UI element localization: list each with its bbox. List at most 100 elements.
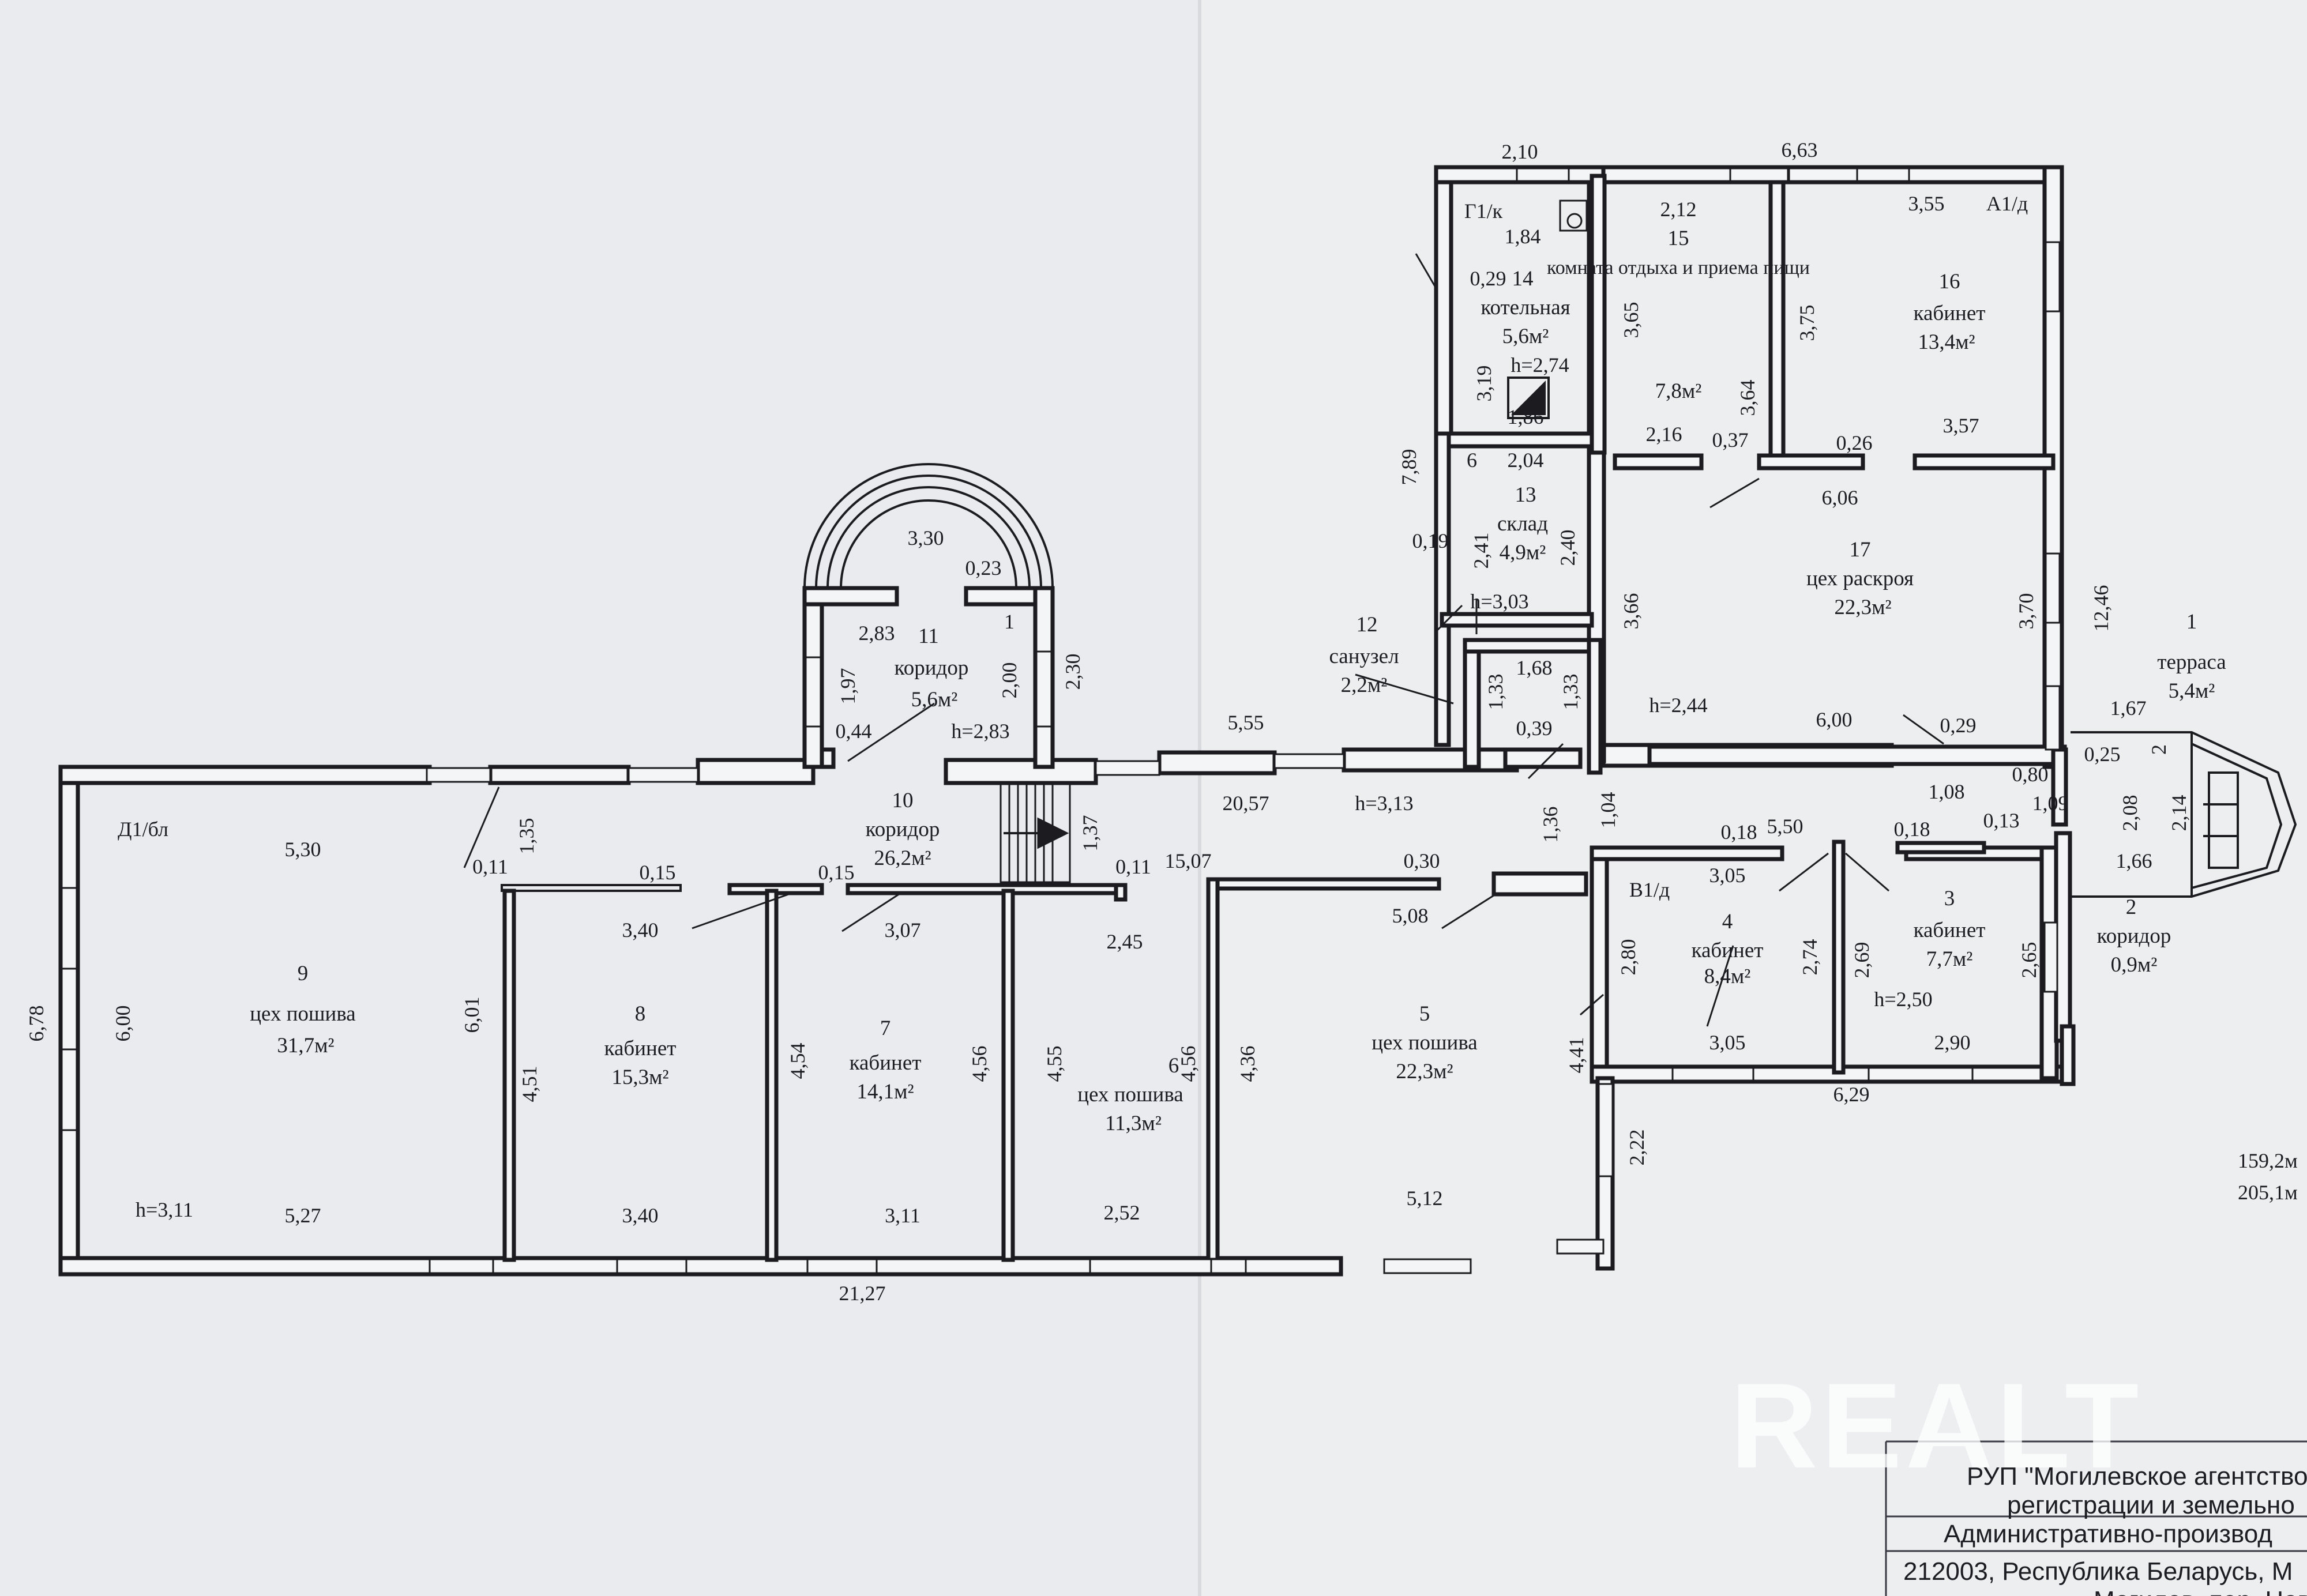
dim-top-41: 0,11 (1115, 855, 1151, 878)
dim-vert-1: 6,00 (111, 1006, 134, 1042)
dim-vert-6: 2,30 (1061, 654, 1084, 690)
room-11-number: 11 (918, 624, 939, 648)
room-9-number: 9 (298, 962, 309, 985)
total-area-2: 205,1м (2238, 1181, 2298, 1204)
room-1-area: 5,4м² (2169, 679, 2215, 703)
room-3-name: кабинет (1914, 919, 1986, 942)
dim-top-43: 3,07 (885, 919, 921, 942)
stairs (1000, 783, 1071, 883)
dim-vert-15: 2,22 (1625, 1130, 1648, 1166)
dim-top-31: 5,50 (1767, 815, 1803, 838)
room-15-name: комната отдыха и приема пищи (1547, 257, 1810, 278)
dim-bottom-0: 5,27 (285, 1204, 321, 1227)
height-room-9: h=3,11 (136, 1198, 193, 1221)
room-10-number: 10 (892, 789, 914, 812)
dim-vert-22: 2,40 (1556, 530, 1579, 566)
dim-top-2: 3,55 (1908, 192, 1945, 215)
dim-vert-36: 2 (2147, 744, 2170, 755)
dim-vert-10: 4,56 (968, 1046, 991, 1082)
dim-vert-8: 4,51 (518, 1066, 541, 1102)
dim-top-32: 0,18 (1721, 820, 1757, 844)
dim-top-20: 3,57 (1943, 414, 1979, 437)
dim-vert-24: 1,33 (1559, 674, 1582, 710)
room-8-number: 8 (635, 1002, 646, 1026)
dimensions-horizontal: 2,10 6,63 3,55 2,12 1,84 0,29 5,55 20,57… (285, 138, 2152, 1305)
stamp-line-5: Могилев, пер. Нов (2094, 1586, 2307, 1596)
heights: h=3,11 h=2,83 h=3,13 h=2,74 h=3,03 h=2,4… (136, 353, 1933, 1221)
dim-top-44: 2,45 (1107, 930, 1143, 953)
dim-vert-2: 6,01 (460, 997, 483, 1033)
dim-top-3: 2,12 (1660, 198, 1697, 221)
dim-vert-32: 2,69 (1850, 942, 1873, 978)
dim-top-14: 2,04 (1508, 449, 1544, 472)
height-room-14: h=2,74 (1511, 353, 1569, 377)
dim-top-35: 1,08 (1929, 780, 1965, 803)
dim-vert-7: 1,37 (1079, 815, 1102, 852)
room-14-number: 14 (1512, 267, 1534, 291)
dim-top-37: 3,05 (1709, 864, 1746, 887)
room-8-area: 15,3м² (611, 1066, 668, 1089)
totals: 159,2м 205,1м (2238, 1149, 2298, 1204)
room-10-area: 26,2м² (874, 846, 931, 870)
height-room-11: h=2,83 (951, 720, 1009, 743)
dim-top-21: 6,06 (1822, 486, 1858, 509)
apse-arches (803, 463, 1054, 589)
boiler-icon (1507, 377, 1550, 419)
room-11-area: 5,6м² (911, 688, 958, 712)
dim-vert-4: 1,97 (836, 668, 859, 705)
section-marks: Д1/бл Г1/к А1/д В1/д (118, 192, 2028, 901)
paper-left-half (0, 0, 1200, 1596)
dim-top-17: 0,39 (1516, 717, 1553, 740)
dim-top-34: 0,13 (1983, 809, 2020, 832)
stamp-line-3: Административно-производ (1944, 1520, 2272, 1548)
dim-vert-14: 4,41 (1565, 1037, 1588, 1074)
chimney-icon-ring (1566, 213, 1583, 229)
room-2-name: коридор (2097, 924, 2171, 948)
dim-top-28: 15,07 (1165, 849, 1212, 872)
dim-top-25: 0,25 (2084, 743, 2121, 766)
room-13-area: 4,9м² (1500, 541, 1546, 564)
dim-top-13: 0,44 (836, 720, 872, 743)
stamp-line-1: РУП "Могилевское агентство (1967, 1462, 2307, 1490)
room-16-area: 13,4м² (1918, 330, 1975, 354)
section-mark-v1: В1/д (1629, 878, 1670, 901)
room-13-name: склад (1497, 512, 1548, 536)
dim-top-24: 1,67 (2110, 697, 2147, 720)
stamp-line-4: 212003, Республика Беларусь, М (1903, 1557, 2293, 1586)
dim-top-29: 0,30 (1404, 849, 1440, 872)
dim-top-8: 5,30 (285, 838, 321, 861)
room-16-name: кабинет (1914, 302, 1986, 325)
dim-bottom-9: 1,86 (1508, 405, 1544, 428)
dim-vert-12: 4,56 (1177, 1046, 1200, 1082)
dim-vert-28: 3,70 (2015, 593, 2038, 630)
dim-top-27: 2,16 (1646, 423, 1682, 446)
room-labels: 1 терраса 5,4м² 2 коридор 0,9м² 3 кабине… (250, 227, 2226, 1135)
room-15-area: 7,8м² (1655, 379, 1702, 403)
stamp-line-2: регистрации и земельно (2007, 1491, 2295, 1519)
room-14-name: котельная (1481, 296, 1570, 319)
room-7-name: кабинет (850, 1051, 922, 1075)
dim-vert-25: 1,36 (1539, 807, 1562, 843)
dim-vert-9: 4,54 (786, 1043, 809, 1079)
dim-bottom-1: 3,40 (622, 1204, 659, 1227)
room-2-number: 2 (2126, 895, 2137, 919)
room-14-area: 5,6м² (1502, 325, 1549, 348)
dim-top-45: 6 (1467, 449, 1477, 472)
room-17-area: 22,3м² (1834, 596, 1891, 619)
dim-vert-5: 2,00 (998, 663, 1021, 699)
room-5-number: 5 (1419, 1002, 1430, 1026)
dim-vert-19: 3,64 (1736, 380, 1759, 416)
room-12-number: 12 (1357, 613, 1378, 637)
room-10-name: коридор (866, 818, 940, 841)
dim-vert-29: 12,46 (2090, 585, 2113, 632)
dim-vert-21: 2,41 (1470, 533, 1493, 569)
windows (61, 167, 2061, 1274)
room-6-name: цех пошива (1077, 1083, 1183, 1106)
room-11-name: коридор (895, 656, 969, 680)
section-mark-d1: Д1/бл (118, 818, 168, 841)
dim-vert-35: 2,14 (2167, 795, 2190, 831)
dim-vert-17: 3,19 (1472, 366, 1496, 402)
dim-vert-30: 2,80 (1617, 939, 1640, 976)
room-13-number: 13 (1515, 483, 1536, 507)
dim-vert-3: 1,35 (515, 818, 538, 855)
